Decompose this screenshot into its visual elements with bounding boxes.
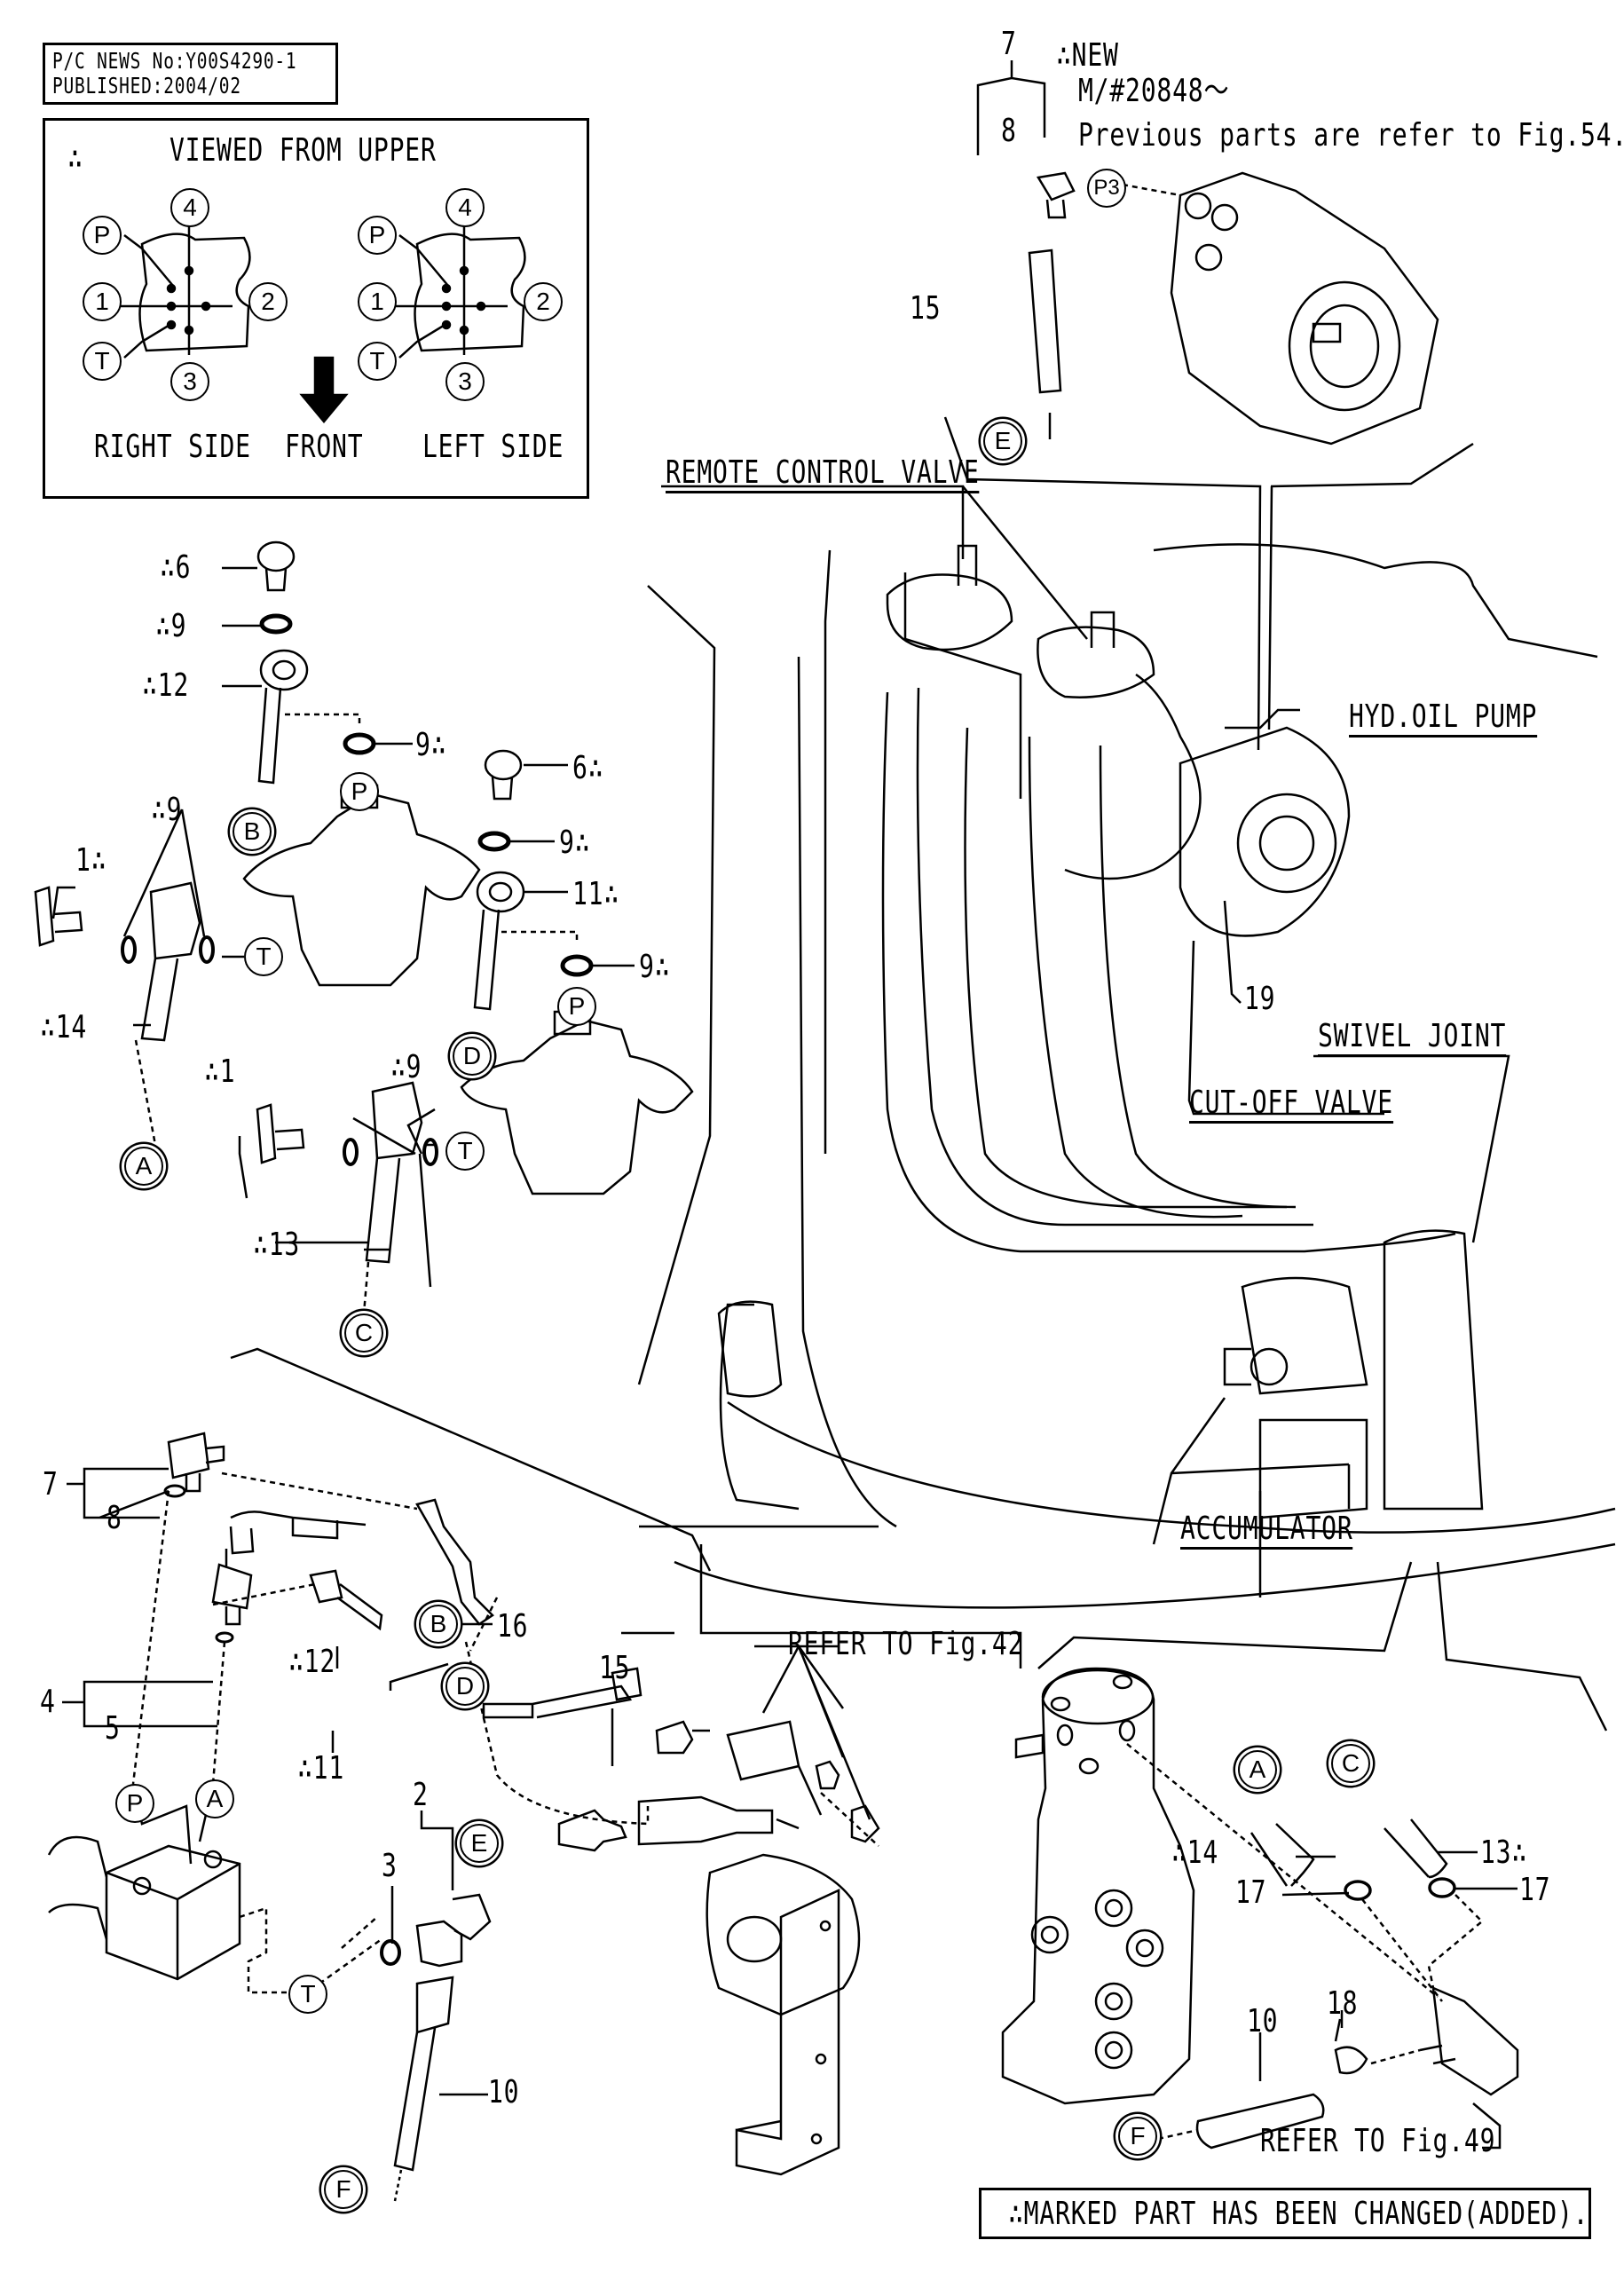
connection-a-b[interactable]: A — [195, 1779, 234, 1818]
published-date: PUBLISHED:2004/02 — [52, 73, 241, 99]
connection-a-a[interactable]: A — [124, 1147, 163, 1186]
port-4-right: 4 — [170, 188, 209, 227]
hydraulic-pump-illustration — [1028, 171, 1439, 446]
footer-note-box: ∴MARKED PART HAS BEEN CHANGED(ADDED). — [979, 2188, 1591, 2239]
cut-off-valve-label: CUT-OFF VALVE — [1189, 1087, 1393, 1124]
connection-t-a[interactable]: T — [244, 937, 283, 976]
connection-e-top[interactable]: E — [983, 422, 1022, 461]
accumulator-label: ACCUMULATOR — [1180, 1513, 1353, 1550]
part-5[interactable]: 5 — [105, 1710, 121, 1747]
part-3[interactable]: 3 — [382, 1848, 398, 1884]
new-note: ∴NEW — [1056, 37, 1119, 74]
connection-d-a[interactable]: D — [453, 1037, 492, 1076]
machine-frame-illustration — [637, 543, 1616, 1609]
part-9-f[interactable]: ∴9 — [390, 1049, 422, 1085]
port-p-left: P — [358, 216, 397, 255]
part-10-a[interactable]: 10 — [488, 2074, 520, 2110]
port-t-left: T — [358, 342, 397, 381]
footer-note: ∴MARKED PART HAS BEEN CHANGED(ADDED). — [1008, 2196, 1589, 2232]
connection-b-a[interactable]: B — [233, 812, 272, 851]
connection-t-b[interactable]: T — [445, 1132, 485, 1171]
part-13-b[interactable]: 13∴ — [1480, 1834, 1528, 1871]
part-9-a[interactable]: ∴9 — [155, 608, 187, 644]
part-1-b[interactable]: ∴1 — [204, 1053, 236, 1090]
part-7-bottom[interactable]: 7 — [43, 1466, 59, 1503]
part-9-e[interactable]: ∴9 — [151, 792, 183, 828]
port-p-right: P — [83, 216, 122, 255]
port-2-left: 2 — [524, 282, 563, 321]
part-10-b[interactable]: 10 — [1247, 2003, 1279, 2039]
connection-c-a[interactable]: C — [344, 1314, 383, 1353]
connection-p-b[interactable]: P — [557, 987, 596, 1026]
part-17-b[interactable]: 17 — [1519, 1872, 1551, 1908]
news-number: P/C NEWS No:Y00S4290-1 — [52, 48, 297, 74]
port-2-right: 2 — [248, 282, 288, 321]
connection-c-b[interactable]: C — [1331, 1744, 1370, 1783]
part-2[interactable]: 2 — [413, 1777, 429, 1813]
connection-e-b[interactable]: E — [460, 1824, 499, 1863]
part-13-a[interactable]: ∴13 — [253, 1227, 301, 1263]
connection-t-c[interactable]: T — [288, 1975, 327, 2014]
swivel-joint-label: SWIVEL JOINT — [1318, 1021, 1507, 1057]
part-11-a[interactable]: 11∴ — [572, 876, 620, 912]
rcv-port-plate-right — [115, 222, 251, 359]
connection-p-c[interactable]: P — [115, 1784, 154, 1823]
part-9-b[interactable]: 9∴ — [415, 727, 447, 763]
changed-marker-icon: ∴ — [67, 140, 83, 177]
port-t-right: T — [83, 342, 122, 381]
part-18[interactable]: 18 — [1327, 1985, 1359, 2022]
rcv-port-plate-left — [390, 222, 526, 359]
part-8-bottom[interactable]: 8 — [106, 1500, 122, 1536]
port-view-box: ∴ VIEWED FROM UPPER RIGHT SIDE FRONT LEF… — [43, 118, 589, 499]
port-1-right: 1 — [83, 282, 122, 321]
part-16[interactable]: 16 — [497, 1608, 529, 1645]
part-17-a[interactable]: 17 — [1235, 1874, 1267, 1911]
rcv-parts-upper — [34, 540, 694, 1314]
part-4[interactable]: 4 — [40, 1684, 56, 1720]
refer-fig42-label[interactable]: REFER TO Fig.42 — [788, 1626, 1024, 1662]
connection-b-b[interactable]: B — [419, 1605, 458, 1644]
part-9-d[interactable]: 9∴ — [639, 949, 671, 985]
right-side-label: RIGHT SIDE — [94, 429, 251, 465]
port-p3-marker: P3 — [1087, 169, 1126, 208]
part-14-a[interactable]: ∴14 — [40, 1009, 88, 1045]
left-side-label: LEFT SIDE — [422, 429, 564, 465]
serial-note: M/#20848～ — [1078, 73, 1230, 109]
part-15-bottom[interactable]: 15 — [599, 1650, 631, 1686]
refer-fig49-label[interactable]: REFER TO Fig.49 — [1260, 2123, 1496, 2159]
part-12-b[interactable]: ∴12 — [288, 1644, 336, 1680]
connection-f-b[interactable]: F — [1118, 2117, 1157, 2156]
port-4-left: 4 — [445, 188, 485, 227]
part-15-top[interactable]: 15 — [910, 290, 942, 327]
connection-d-b[interactable]: D — [445, 1667, 485, 1706]
part-7-top[interactable]: 7 — [1001, 26, 1017, 62]
hyd-oil-pump-label: HYD.OIL PUMP — [1349, 701, 1538, 738]
news-header-box: P/C NEWS No:Y00S4290-1 PUBLISHED:2004/02 — [43, 43, 338, 105]
part-19[interactable]: 19 — [1244, 981, 1276, 1017]
part-12-a[interactable]: ∴12 — [142, 667, 190, 704]
front-arrow-icon — [299, 356, 349, 423]
part-1-a[interactable]: 1∴ — [75, 842, 107, 879]
connection-p-a[interactable]: P — [340, 772, 379, 811]
connection-a-c[interactable]: A — [1238, 1750, 1277, 1789]
port-view-title: VIEWED FROM UPPER — [169, 132, 437, 169]
part-9-c[interactable]: 9∴ — [559, 824, 591, 861]
part-14-b[interactable]: ∴14 — [1171, 1834, 1219, 1871]
remote-control-valve-label: REMOTE CONTROL VALVE — [666, 457, 980, 493]
swivel-joint-illustration — [1001, 1667, 1519, 2150]
part-11-b[interactable]: ∴11 — [297, 1750, 345, 1787]
part-6-b[interactable]: 6∴ — [572, 750, 604, 786]
front-label: FRONT — [285, 429, 364, 465]
port-3-left: 3 — [445, 362, 485, 401]
part-6-a[interactable]: ∴6 — [160, 549, 192, 586]
cutoff-valve-parts — [47, 1432, 880, 2202]
previous-parts-note: Previous parts are refer to Fig.54. — [1078, 117, 1624, 154]
part-8-top[interactable]: 8 — [1001, 113, 1017, 149]
port-1-left: 1 — [358, 282, 397, 321]
connection-f-a[interactable]: F — [324, 2170, 363, 2209]
port-3-right: 3 — [170, 362, 209, 401]
